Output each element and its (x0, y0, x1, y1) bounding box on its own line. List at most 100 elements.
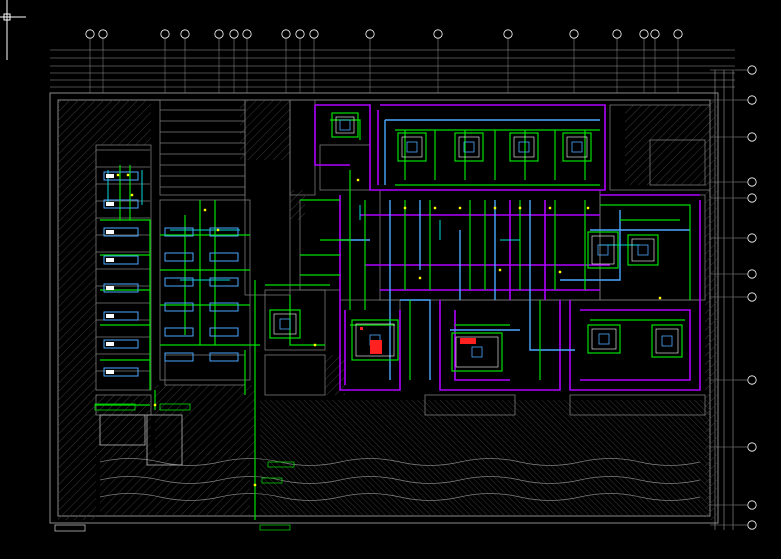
top-axis-bubble (98, 29, 108, 50)
right-axis-bubble (735, 269, 757, 279)
ahu-unit (627, 234, 659, 266)
room-partition (159, 99, 246, 196)
room-partition (164, 354, 246, 386)
fan-coil-unit (164, 352, 239, 362)
room-partition (609, 104, 711, 191)
fan-coil-unit (103, 283, 139, 293)
duct-cyan (107, 170, 640, 281)
room-partition (159, 199, 251, 381)
ahu-unit (451, 332, 503, 372)
right-axis-bubble (735, 500, 757, 510)
top-axis-bubble (85, 29, 95, 50)
ahu-unit (331, 112, 359, 138)
grid-lines-vertical (89, 50, 679, 93)
valve-marker (498, 268, 502, 272)
fan-coil-unit (103, 227, 139, 237)
right-axis-bubble (735, 442, 757, 452)
room-partition (289, 99, 316, 196)
ahu-unit (587, 324, 621, 354)
annotation-labels (94, 403, 295, 531)
top-axis-bubble (214, 29, 224, 50)
right-axis-bubble (735, 65, 757, 75)
valve-marker (216, 228, 220, 232)
right-axis-bubbles (735, 65, 757, 530)
grid-lines-horizontal (710, 69, 735, 526)
valve-marker (558, 270, 562, 274)
valve-marker (203, 208, 207, 212)
top-axis-bubble (569, 29, 579, 50)
valve-marker (403, 206, 407, 210)
valve-marker (313, 343, 317, 347)
room-partition (439, 299, 561, 391)
right-axis-bubble (735, 95, 757, 105)
valve-marker (126, 173, 130, 177)
duct-purple (314, 104, 701, 391)
equipment-units (103, 112, 683, 377)
valve-marker (253, 483, 257, 487)
top-axis-bubble (365, 29, 375, 50)
right-axis-bubble (735, 520, 757, 530)
ahu-unit (651, 324, 683, 358)
valve-marker (433, 206, 437, 210)
valve-markers (116, 173, 662, 487)
ahu-unit (454, 132, 484, 162)
top-axis-bubble (295, 29, 305, 50)
valve-marker (458, 206, 462, 210)
room-partition (264, 354, 326, 396)
fan-coil-unit (164, 302, 239, 312)
room-partition (599, 194, 706, 301)
valve-marker (493, 206, 497, 210)
top-axis-bubble (673, 29, 683, 50)
ahu-unit (397, 132, 427, 162)
top-axis-bubble (503, 29, 513, 50)
valve-marker (418, 276, 422, 280)
ahu-unit (562, 132, 592, 162)
top-axis-bubble (160, 29, 170, 50)
room-partition (569, 299, 701, 391)
valve-marker (518, 206, 522, 210)
fan-coil-unit (164, 327, 239, 337)
top-axis-bubbles (85, 29, 683, 50)
room-partition (264, 289, 326, 351)
room-partition (424, 394, 516, 416)
fan-coil-unit (103, 199, 139, 209)
top-axis-bubble (242, 29, 252, 50)
top-axis-bubble (229, 29, 239, 50)
top-axis-bubble (639, 29, 649, 50)
red-accents (360, 327, 476, 354)
fan-coil-unit (103, 339, 139, 349)
fan-coil-unit (164, 277, 239, 287)
valve-marker (116, 173, 120, 177)
wavy-lines (99, 458, 701, 501)
ahu-unit (269, 309, 301, 339)
right-axis-bubble (735, 233, 757, 243)
ucs-crosshair-icon (0, 0, 26, 60)
top-axis-bubble (433, 29, 443, 50)
fan-coil-unit (103, 367, 139, 377)
fan-coil-unit (103, 171, 139, 181)
top-axis-bubble (309, 29, 319, 50)
right-axis-bubble (735, 132, 757, 142)
top-axis-bubble (180, 29, 190, 50)
room-partition (569, 394, 706, 416)
room-partition (319, 144, 371, 191)
top-axis-bubble (281, 29, 291, 50)
valve-marker (658, 296, 662, 300)
right-axis-bubble (735, 375, 757, 385)
ahu-unit (509, 132, 539, 162)
fan-coil-unit (103, 255, 139, 265)
right-axis-bubble (735, 177, 757, 187)
right-axis-bubble (735, 193, 757, 203)
top-axis-bubble (612, 29, 622, 50)
fan-coil-unit (164, 227, 239, 237)
valve-marker (548, 206, 552, 210)
valve-marker (586, 206, 590, 210)
duct-green (95, 119, 691, 520)
room-partition (299, 199, 341, 291)
valve-marker (356, 178, 360, 182)
valve-marker (153, 403, 157, 407)
room-partition (244, 99, 291, 296)
room-partition (379, 189, 601, 301)
room-partition (95, 144, 152, 391)
